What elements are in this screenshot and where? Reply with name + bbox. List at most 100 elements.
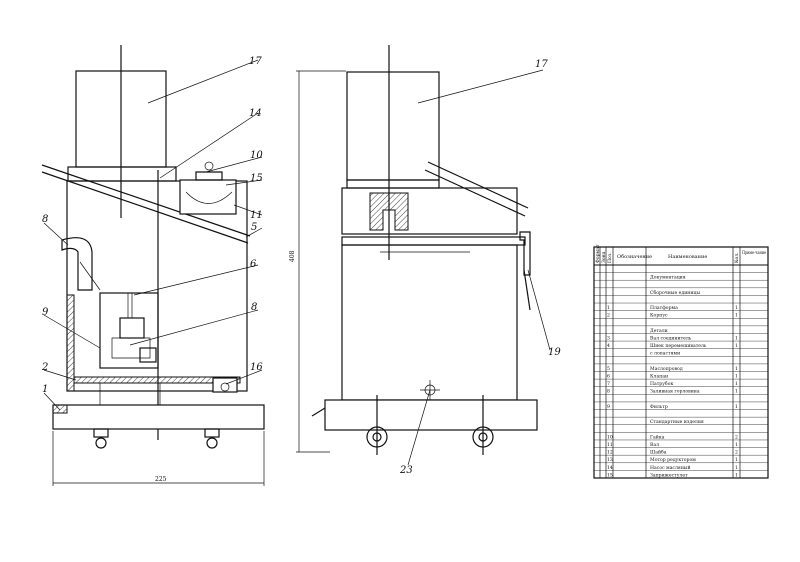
row-name: с лопастями xyxy=(650,352,680,357)
callout-1: 1 xyxy=(42,384,48,395)
table-row: 4 Шнек перемешиватель 1 xyxy=(607,343,738,349)
row-qty: 1 xyxy=(735,381,738,387)
row-pos: 9 xyxy=(607,404,610,410)
row-pos: 1 xyxy=(607,305,610,311)
table-row: 1 Платформа 1 xyxy=(607,304,738,311)
header-qty: Кол. xyxy=(734,252,740,263)
front-callouts: 17 14 10 15 11 5 8 6 9 8 2 16 1 xyxy=(41,56,263,395)
row-qty: 1 xyxy=(735,335,738,341)
row-name: Сборочные единицы xyxy=(650,289,700,296)
row-name: Платформа xyxy=(650,304,678,311)
row-pos: 5 xyxy=(607,366,610,372)
row-name: Вал соединитель xyxy=(650,335,692,341)
callout-9: 9 xyxy=(42,307,49,318)
callout-17-side: 17 xyxy=(535,59,548,70)
callout-16: 16 xyxy=(250,362,263,373)
callout-11: 11 xyxy=(250,210,263,221)
table-row: с лопастями xyxy=(650,352,680,357)
callout-5: 5 xyxy=(251,222,257,233)
table-row: 5 Маслопровод 1 xyxy=(607,366,738,372)
callout-2: 2 xyxy=(41,362,48,373)
callout-8-right: 8 xyxy=(251,302,257,313)
side-platform xyxy=(324,399,538,431)
row-qty: 1 xyxy=(735,343,738,349)
table-row: Сборочные единицы xyxy=(650,289,700,296)
left-wall xyxy=(66,294,75,392)
row-pos: 6 xyxy=(607,374,610,380)
filler-neck xyxy=(61,237,93,291)
table-row: 14 Насос масляный 1 xyxy=(607,465,738,471)
row-pos: 7 xyxy=(607,381,610,387)
row-pos: 12 xyxy=(607,450,613,456)
callout-6: 6 xyxy=(250,259,257,270)
row-qty: 1 xyxy=(735,389,738,395)
side-body xyxy=(341,244,518,401)
row-name: Шнек перемешиватель xyxy=(650,343,707,349)
width-dimension: 225 xyxy=(155,476,167,483)
header-format: Формат xyxy=(595,244,601,263)
row-name: Клапан xyxy=(650,374,668,380)
front-body xyxy=(66,180,248,392)
row-pos: 8 xyxy=(607,389,610,395)
inner-tank xyxy=(99,292,159,369)
row-qty: 1 xyxy=(735,472,738,478)
row-name: Маслопровод xyxy=(650,366,683,372)
row-pos: 10 xyxy=(607,434,613,440)
row-name: Гайка xyxy=(650,434,665,440)
table-row: 3 Вал соединитель 1 xyxy=(607,335,738,341)
row-qty: 1 xyxy=(735,313,738,319)
row-name: Заприжестулет xyxy=(650,472,688,478)
callout-14: 14 xyxy=(249,108,262,119)
table-row: Стандартные изделия xyxy=(650,419,704,425)
table-row: 2 Корпус 1 xyxy=(607,313,738,319)
row-pos: 2 xyxy=(607,313,610,319)
row-qty: 1 xyxy=(735,305,738,311)
row-pos: 11 xyxy=(607,442,613,448)
header-pos: Поз. xyxy=(607,252,613,263)
table-row: 11 Вал 1 xyxy=(607,442,738,448)
table-row: 13 Мотор редуктором 1 xyxy=(607,457,738,463)
callout-23: 23 xyxy=(399,465,413,476)
side-top-box xyxy=(341,187,518,235)
row-name: Детали xyxy=(650,328,668,334)
bottom-plate xyxy=(73,376,241,384)
callout-19: 19 xyxy=(548,347,561,358)
row-qty: 1 xyxy=(735,366,738,372)
callout-15: 15 xyxy=(250,173,263,184)
row-qty: 2 xyxy=(735,434,738,440)
header-zone: Зона xyxy=(601,251,607,263)
callout-8-left: 8 xyxy=(42,214,48,225)
row-name: Корпус xyxy=(650,313,668,319)
row-qty: 1 xyxy=(735,374,738,380)
row-pos: 4 xyxy=(607,343,610,349)
callout-10: 10 xyxy=(250,150,263,161)
row-name: Заливная горловина xyxy=(650,389,700,395)
side-motor xyxy=(346,71,440,181)
side-view: 408 17 19 23 xyxy=(289,45,561,476)
front-wheel-right xyxy=(204,428,220,449)
height-dimension: 408 xyxy=(289,250,296,262)
front-view: 225 17 14 10 15 11 5 8 6 9 8 xyxy=(41,45,265,486)
row-name: Фильтр xyxy=(650,404,668,410)
front-wheel-left xyxy=(93,428,109,449)
row-pos: 14 xyxy=(607,465,613,471)
table-row: 6 Клапан 1 xyxy=(607,374,738,380)
header-name: Наименование xyxy=(668,254,707,260)
row-name: Насос масляный xyxy=(650,465,691,471)
row-pos: 3 xyxy=(607,335,610,341)
row-qty: 1 xyxy=(735,442,738,448)
row-qty: 1 xyxy=(735,465,738,471)
row-name: Стандартные изделия xyxy=(650,419,704,425)
row-name: Вал xyxy=(650,442,659,448)
row-name: Мотор редуктором xyxy=(650,457,696,463)
oil-pump xyxy=(179,179,237,215)
row-qty: 1 xyxy=(735,457,738,463)
row-pos: 13 xyxy=(607,457,613,463)
row-name: Шайба xyxy=(650,449,667,456)
header-note: Приме-чание xyxy=(742,250,766,256)
